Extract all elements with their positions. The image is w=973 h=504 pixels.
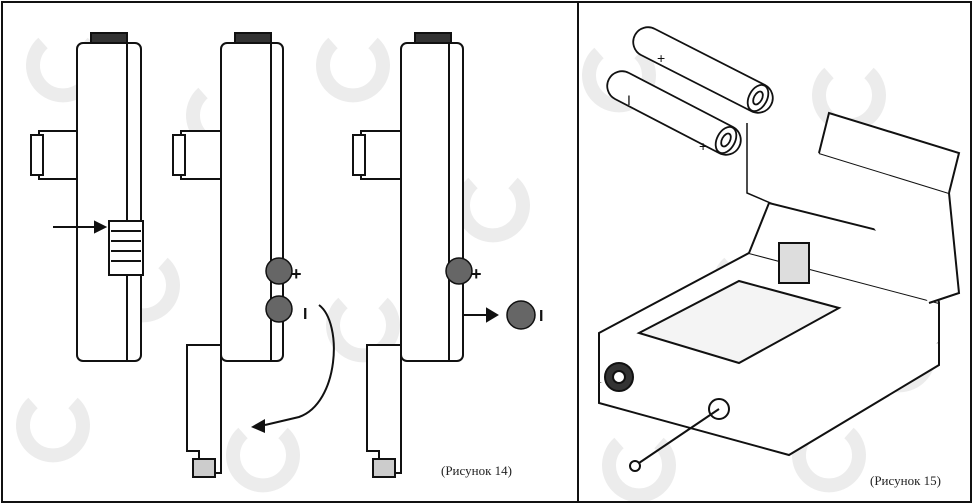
device-side-view-open xyxy=(172,32,284,478)
figure-15-caption: (Рисунок 15) xyxy=(870,473,941,488)
arrow-open-latch xyxy=(53,220,108,234)
battery-bottom-plus: + xyxy=(699,138,707,154)
figure-15-drawing: + I + xyxy=(582,26,961,501)
minus-mark-removed: I xyxy=(539,308,543,325)
figure-14-panel: + I + I (Рисунок 14) xyxy=(1,1,579,503)
batteries-device-2 xyxy=(265,257,293,323)
device-side-view-open-2 xyxy=(352,32,464,478)
figure-14-caption: (Рисунок 14) xyxy=(441,463,512,478)
minus-mark-device-2: I xyxy=(303,306,307,323)
arrow-remove-battery xyxy=(264,304,335,426)
arrow-head-remove xyxy=(251,419,265,433)
transmitter-body xyxy=(598,111,961,457)
batteries-device-3 xyxy=(445,257,473,285)
plus-mark-device-3: + xyxy=(471,264,482,284)
antenna xyxy=(629,408,720,472)
aa-battery-top xyxy=(632,26,774,114)
plus-mark-device-2: + xyxy=(291,264,302,284)
battery-top-plus: + xyxy=(657,50,665,66)
figure-14-drawing: + I + I xyxy=(16,32,543,493)
arrow-battery-out xyxy=(463,307,499,323)
removed-battery xyxy=(506,300,536,330)
figure-15-panel: + I + (Рисунок 15) xyxy=(577,1,972,503)
aa-battery-bottom xyxy=(606,70,742,156)
battery-bottom-minus: I xyxy=(627,92,631,108)
device-side-view-closed xyxy=(30,32,144,362)
